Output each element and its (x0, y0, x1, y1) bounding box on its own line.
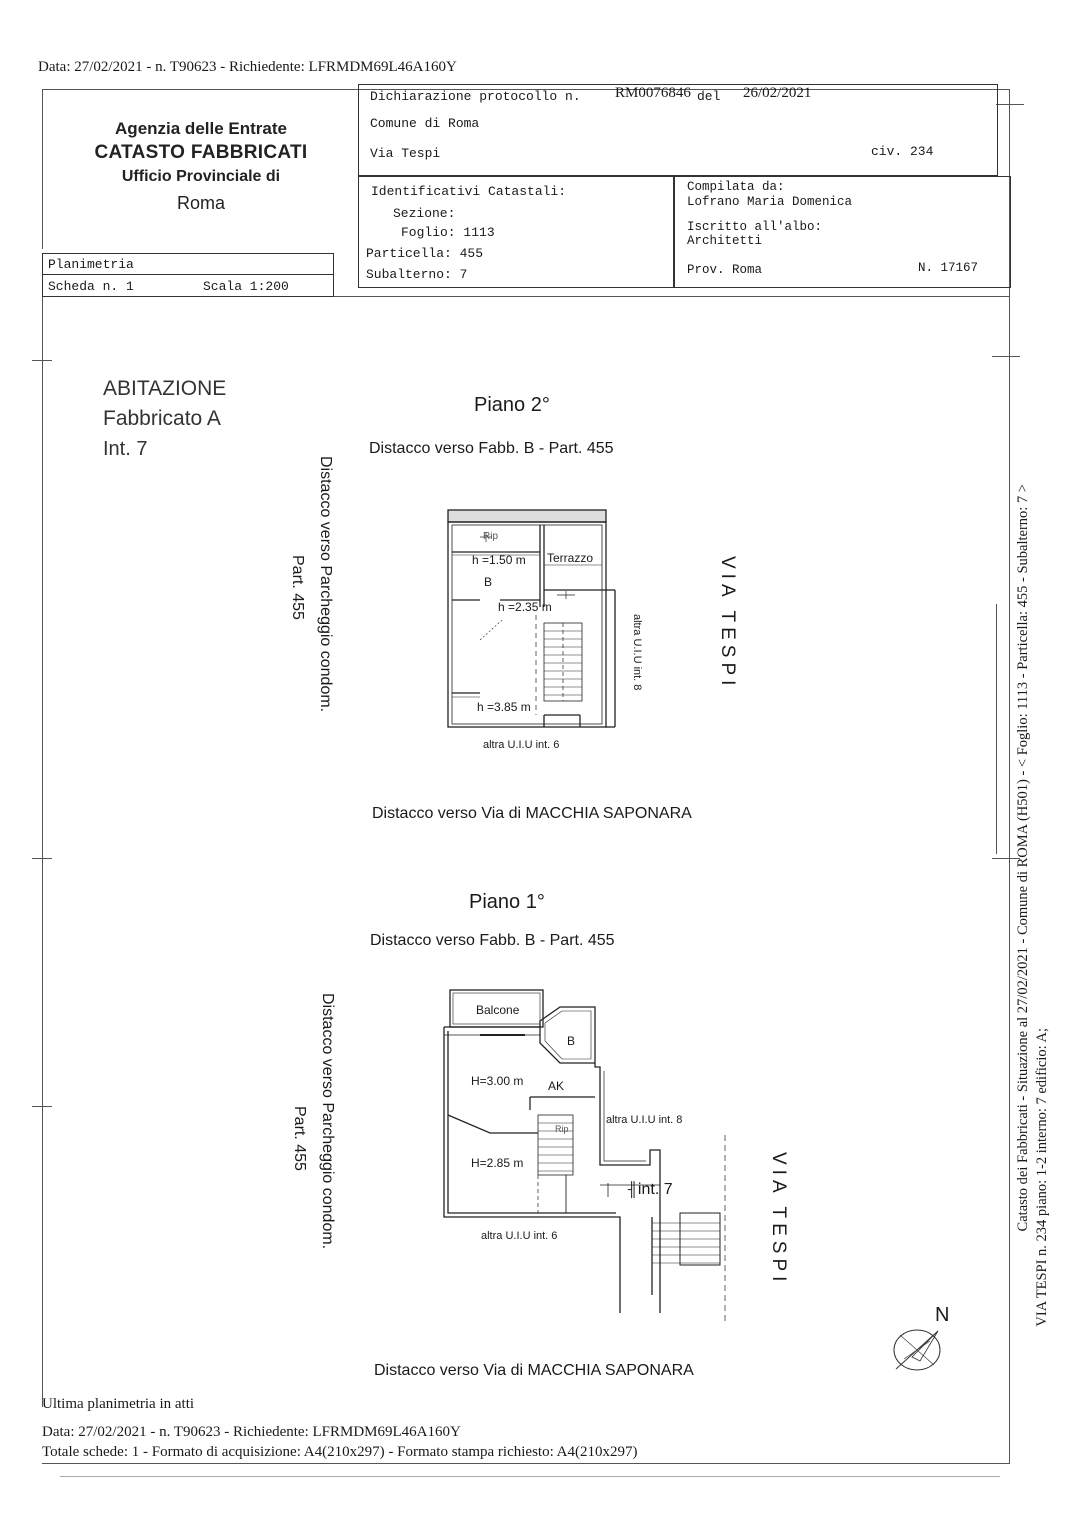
floor2-bath-label: B (484, 575, 493, 589)
scale: Scala 1:200 (203, 279, 289, 294)
floor2-west-label: Distacco verso Parcheggio condom. (317, 456, 334, 713)
albo-label: Iscritto all'albo: (687, 220, 823, 234)
floor2-west-part-label: Part. 455 (289, 555, 306, 620)
frame-left-lower (42, 297, 43, 1407)
comune: Comune di Roma (370, 116, 480, 131)
floor1-south-side: Distacco verso Via di MACCHIA SAPONARA (374, 1362, 694, 1379)
frame-bottom-line (42, 1463, 1010, 1464)
floor2-west-part: Part. 455 (288, 555, 306, 620)
floor1-altra8: altra U.I.U int. 8 (606, 1114, 683, 1126)
int7-marker-icon: ╢ (628, 1181, 638, 1197)
compiler-label: Compilata da: (687, 180, 785, 194)
floor1-rip-label: Rip (555, 1124, 569, 1134)
protocol-number: RM0076846 (615, 85, 691, 101)
floor1-west-part: Part. 455 (290, 1106, 308, 1171)
protocol-label: Dichiarazione protocollo n. (370, 89, 581, 104)
side-note-1: Catasto dei Fabbricati - Situazione al 2… (1015, 484, 1032, 1231)
unit-info: ABITAZIONE Fabbricato A Int. 7 (103, 374, 226, 464)
floor2-street: VIA TESPI (716, 556, 738, 690)
floor2-height-235: h =2.35 m (498, 600, 552, 614)
floor2-north-side: Distacco verso Fabb. B - Part. 455 (369, 440, 614, 457)
floor1-bath-label: B (567, 1034, 576, 1048)
register-number: N. 17167 (918, 261, 979, 275)
unit-type: ABITAZIONE (103, 377, 227, 400)
floor1-west-side: Distacco verso Parcheggio condom. (318, 993, 336, 1249)
floor1-int7-label: ╢int. 7 (628, 1181, 673, 1199)
tick (992, 858, 1020, 859)
floor1-title: Piano 1° (469, 891, 545, 913)
planimetria-box: Planimetria Scheda n. 1 Scala 1:200 (42, 253, 334, 297)
compiler-name: Lofrano Maria Domenica (687, 195, 853, 209)
tick (32, 858, 52, 859)
declaration-box: Dichiarazione protocollo n. RM0076846 de… (358, 84, 998, 176)
floor2-altra8: altra U.I.U int. 8 (631, 614, 643, 690)
tick (996, 104, 1024, 105)
frame-left-line (42, 89, 43, 249)
floor1-height-285: H=2.85 m (471, 1156, 524, 1170)
frame-right-line (1009, 89, 1010, 1464)
floor1-plan (443, 989, 726, 1325)
tick (992, 356, 1020, 357)
protocol-date: 26/02/2021 (743, 85, 812, 101)
side-note-line2: VIA TESPI n. 234 piano: 1-2 interno: 7 e… (1034, 1028, 1050, 1327)
province: Prov. Roma (687, 263, 763, 277)
catasto-title: CATASTO FABBRICATI (94, 142, 308, 163)
tick (60, 1476, 1000, 1477)
civic-number: civ. 234 (871, 144, 934, 159)
floor2-plan (447, 509, 616, 728)
floor1-west-part-label: Part. 455 (291, 1106, 308, 1171)
particella: Particella: 455 (366, 246, 484, 261)
agency-name: Agenzia delle Entrate (115, 119, 287, 138)
street: Via Tespi (370, 146, 441, 161)
floor1-int7: int. 7 (637, 1181, 673, 1198)
floor1-north-side: Distacco verso Fabb. B - Part. 455 (370, 932, 615, 949)
sezione: Sezione: (393, 206, 456, 221)
floor2-west-side: Distacco verso Parcheggio condom. (316, 456, 334, 712)
interior: Int. 7 (103, 438, 148, 460)
office-line: Ufficio Provinciale di (121, 168, 281, 185)
tick (32, 1106, 52, 1107)
scheda-number: Scheda n. 1 (48, 279, 134, 294)
compass-north-label: N (935, 1304, 950, 1326)
tick (996, 604, 997, 854)
footer-totals: Totale schede: 1 - Formato di acquisizio… (42, 1444, 638, 1460)
floor2-rip-label: Rip (483, 531, 499, 542)
office-city: Roma (176, 193, 225, 213)
frame-top-line (42, 89, 1010, 90)
floor1-street: VIA TESPI (767, 1152, 789, 1286)
side-note-2: VIA TESPI n. 234 piano: 1-2 interno: 7 e… (1034, 1028, 1051, 1327)
last-plan-note: Ultima planimetria in atti (42, 1396, 195, 1412)
floor1-street-label: VIA TESPI (768, 1152, 789, 1287)
floor1-altra6: altra U.I.U int. 6 (481, 1230, 558, 1242)
floor2-altra6: altra U.I.U int. 6 (483, 739, 560, 751)
compass-icon (893, 1329, 941, 1371)
floor2-height-385: h =3.85 m (477, 700, 531, 714)
floor2-height-150: h =1.50 m (472, 553, 526, 567)
floor1-balcony-label: Balcone (476, 1003, 520, 1017)
frame-mid-line (42, 296, 1010, 297)
foglio: Foglio: 1113 (401, 225, 495, 240)
footer-request-line: Data: 27/02/2021 - n. T90623 - Richieden… (42, 1424, 461, 1440)
floor2-south-side: Distacco verso Via di MACCHIA SAPONARA (372, 805, 692, 822)
floor2-altra8-label: altra U.I.U int. 8 (631, 614, 643, 691)
side-note-line1: Catasto dei Fabbricati - Situazione al 2… (1015, 484, 1031, 1232)
compiler-box: Compilata da: Lofrano Maria Domenica Isc… (674, 176, 1011, 288)
floor1-ak-label: AK (548, 1079, 565, 1093)
agency-block: Agenzia delle Entrate CATASTO FABBRICATI… (46, 118, 356, 218)
plan-type: Planimetria (48, 257, 134, 272)
floor2-terrace-label: Terrazzo (547, 551, 594, 565)
request-line: Data: 27/02/2021 - n. T90623 - Richieden… (38, 59, 457, 75)
floor2-street-label: VIA TESPI (717, 556, 738, 691)
del-label: del (697, 89, 721, 104)
tick (32, 360, 52, 361)
subalterno: Subalterno: 7 (366, 267, 468, 282)
building: Fabbricato A (103, 407, 221, 430)
floor1-west-label: Distacco verso Parcheggio condom. (319, 993, 336, 1250)
floor1-height-300: H=3.00 m (471, 1074, 524, 1088)
albo: Architetti (687, 234, 763, 248)
floor2-title: Piano 2° (474, 394, 550, 416)
identifiers-title: Identificativi Catastali: (371, 184, 567, 199)
identifiers-box: Identificativi Catastali: Sezione: Fogli… (358, 176, 674, 288)
